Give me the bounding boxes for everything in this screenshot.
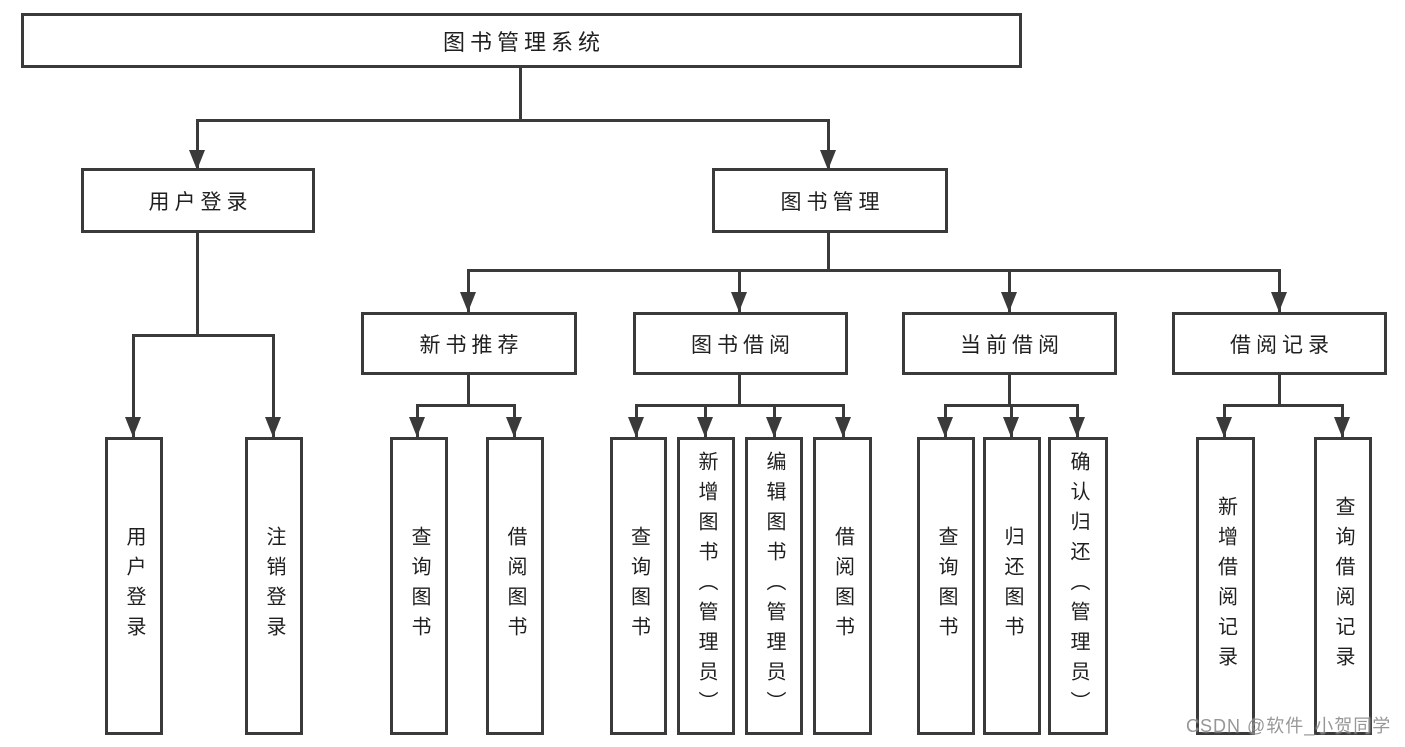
- node-book-borrowing-label: 图书借阅: [691, 333, 795, 357]
- connector-mgmt-stem: [827, 233, 830, 272]
- connector-drop-leaf-user-login: [132, 334, 135, 437]
- leaf-confirm-return-admin-label: 确认归还（管理员）: [1067, 451, 1089, 721]
- leaf-recommend-borrow-books-label: 借阅图书: [504, 526, 526, 646]
- connector-user-stem: [196, 233, 199, 337]
- leaf-user-login: 用户登录: [105, 437, 163, 735]
- leaf-recommend-borrow-books: 借阅图书: [486, 437, 544, 735]
- arrow-to-book-management: [820, 150, 836, 170]
- leaf-query-borrow-record: 查询借阅记录: [1314, 437, 1372, 735]
- arrow-g2-leaf1: [628, 417, 644, 437]
- leaf-borrowing-borrow-books-label: 借阅图书: [831, 526, 854, 646]
- leaf-recommend-query-books-label: 查询图书: [408, 526, 430, 646]
- connector-g3-stem: [1008, 375, 1011, 407]
- arrow-to-leaf-logout: [265, 417, 281, 437]
- arrow-to-leaf-user-login: [125, 417, 141, 437]
- leaf-return-books-label: 归还图书: [1001, 526, 1023, 646]
- connector-g1-stem: [467, 375, 470, 407]
- leaf-add-borrow-record-label: 新增借阅记录: [1214, 496, 1237, 676]
- leaf-user-login-label: 用户登录: [123, 526, 145, 646]
- connector-g1-split: [416, 404, 516, 407]
- leaf-query-borrow-record-label: 查询借阅记录: [1332, 496, 1354, 676]
- node-current-borrowing: 当前借阅: [902, 312, 1117, 375]
- connector-g4-stem: [1278, 375, 1281, 407]
- node-new-book-recommendation-label: 新书推荐: [419, 333, 524, 357]
- arrow-g2-leaf3: [766, 417, 782, 437]
- connector-drop-current: [1008, 269, 1011, 312]
- arrow-g1-leaf1: [409, 417, 425, 437]
- connector-root-split: [196, 119, 830, 122]
- leaf-current-query-books-label: 查询图书: [935, 526, 957, 646]
- connector-drop-mgmt: [827, 119, 830, 170]
- connector-drop-recommend: [467, 269, 470, 312]
- connector-g2-split: [635, 404, 845, 407]
- leaf-recommend-query-books: 查询图书: [390, 437, 448, 735]
- connector-mgmt-split: [467, 269, 1281, 272]
- leaf-borrowing-query-books: 查询图书: [610, 437, 667, 735]
- arrow-g2-leaf2: [697, 417, 713, 437]
- arrow-g4-leaf1: [1216, 417, 1232, 437]
- node-current-borrowing-label: 当前借阅: [960, 333, 1064, 357]
- leaf-borrowing-query-books-label: 查询图书: [627, 526, 650, 646]
- connector-drop-borrowing: [738, 269, 741, 312]
- arrow-to-records: [1271, 292, 1287, 312]
- leaf-edit-books-admin: 编辑图书（管理员）: [745, 437, 803, 735]
- connector-drop-leaf-logout: [272, 334, 275, 437]
- leaf-edit-books-admin-label: 编辑图书（管理员）: [763, 451, 785, 721]
- arrow-g4-leaf2: [1334, 417, 1350, 437]
- arrow-g3-leaf2: [1003, 417, 1019, 437]
- connector-root-stem: [519, 68, 522, 120]
- arrow-g3-leaf3: [1069, 417, 1085, 437]
- arrow-to-user-login: [189, 150, 205, 170]
- connector-g4-split: [1223, 404, 1344, 407]
- root-node-label: 图书管理系统: [442, 29, 605, 55]
- leaf-add-borrow-record: 新增借阅记录: [1196, 437, 1255, 735]
- leaf-logout-label: 注销登录: [263, 526, 285, 646]
- leaf-return-books: 归还图书: [983, 437, 1041, 735]
- connector-g2-stem: [738, 375, 741, 407]
- node-borrowing-records-label: 借阅记录: [1230, 333, 1334, 357]
- arrow-to-borrowing: [731, 292, 747, 312]
- leaf-add-books-admin-label: 新增图书（管理员）: [695, 451, 717, 721]
- arrow-to-recommend: [460, 292, 476, 312]
- leaf-current-query-books: 查询图书: [917, 437, 975, 735]
- leaf-confirm-return-admin: 确认归还（管理员）: [1048, 437, 1108, 735]
- node-new-book-recommendation: 新书推荐: [361, 312, 577, 375]
- leaf-add-books-admin: 新增图书（管理员）: [677, 437, 735, 735]
- root-node: 图书管理系统: [21, 13, 1022, 68]
- connector-drop-records: [1278, 269, 1281, 312]
- arrow-g3-leaf1: [937, 417, 953, 437]
- connector-drop-user: [196, 119, 199, 170]
- node-user-login: 用户登录: [81, 168, 315, 233]
- csdn-watermark: CSDN @软件_小贺同学: [1186, 716, 1392, 736]
- node-user-login-label: 用户登录: [148, 190, 253, 214]
- arrow-to-current: [1001, 292, 1017, 312]
- node-borrowing-records: 借阅记录: [1172, 312, 1387, 375]
- node-book-borrowing: 图书借阅: [633, 312, 848, 375]
- connector-user-split: [132, 334, 275, 337]
- leaf-logout: 注销登录: [245, 437, 303, 735]
- arrow-g2-leaf4: [835, 417, 851, 437]
- arrow-g1-leaf2: [506, 417, 522, 437]
- node-book-management: 图书管理: [712, 168, 948, 233]
- node-book-management-label: 图书管理: [780, 190, 885, 214]
- leaf-borrowing-borrow-books: 借阅图书: [813, 437, 872, 735]
